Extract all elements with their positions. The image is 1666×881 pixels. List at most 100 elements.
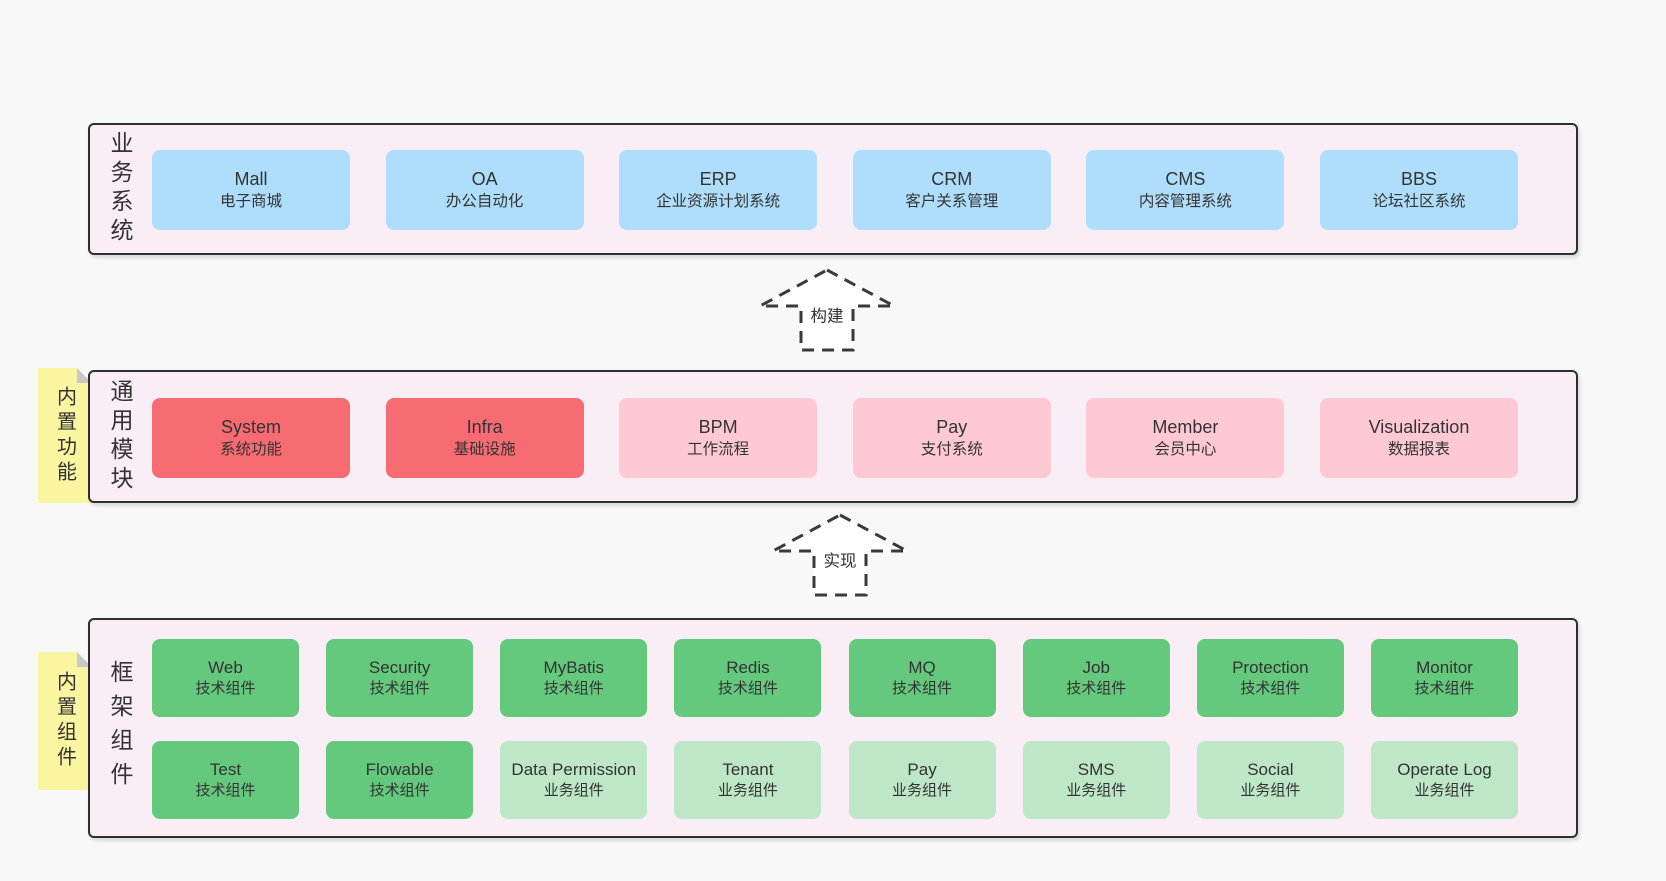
node-title: Redis [726,657,770,677]
node-subtitle: 数据报表 [1387,440,1450,458]
node-member: Member 会员中心 [1086,398,1285,478]
node-protection: Protection 技术组件 [1196,639,1344,717]
node-tenant: Tenant 业务组件 [674,741,822,819]
node-title: Monitor [1416,657,1473,677]
node-subtitle: 业务组件 [892,781,953,799]
framework-components-rows: Web 技术组件 Security 技术组件 MyBatis 技术组件 Redi… [152,639,1518,819]
node-subtitle: 客户关系管理 [905,192,999,210]
node-subtitle: 业务组件 [1066,781,1127,799]
node-monitor: Monitor 技术组件 [1370,639,1518,717]
band-framework-components: 框架组件 Web 技术组件 Security 技术组件 MyBatis 技术组件… [88,618,1578,838]
node-system: System 系统功能 [152,398,350,478]
node-crm: CRM 客户关系管理 [852,150,1051,230]
node-title: CRM [931,169,973,190]
node-subtitle: 论坛社区系统 [1372,192,1466,210]
node-title: Tenant [722,759,774,779]
node-mybatis: MyBatis 技术组件 [500,639,648,717]
node-pay-business: Pay 业务组件 [848,741,996,819]
node-visualization: Visualization 数据报表 [1319,398,1518,478]
node-title: Social [1247,759,1294,779]
node-title: Infra [466,417,503,438]
band-business-systems-label: 业务系统 [107,131,133,247]
node-flowable: Flowable 技术组件 [326,741,474,819]
node-subtitle: 技术组件 [1414,679,1475,697]
node-web: Web 技术组件 [152,639,299,717]
node-title: BBS [1400,169,1437,190]
node-title: Visualization [1368,417,1470,438]
node-title: MQ [908,657,936,677]
band-common-modules: 通用模块 System 系统功能 Infra 基础设施 BPM 工作流程 Pay… [88,370,1578,503]
node-social: Social 业务组件 [1196,741,1344,819]
node-operate-log: Operate Log 业务组件 [1370,741,1518,819]
node-title: Operate Log [1397,759,1492,779]
node-subtitle: 业务组件 [1240,781,1301,799]
node-subtitle: 办公自动化 [445,192,524,210]
common-modules-boxes: System 系统功能 Infra 基础设施 BPM 工作流程 Pay 支付系统… [152,398,1518,478]
node-title: ERP [699,169,737,190]
framework-components-row-1: Web 技术组件 Security 技术组件 MyBatis 技术组件 Redi… [152,639,1518,717]
node-subtitle: 支付系统 [920,440,983,458]
node-sms: SMS 业务组件 [1022,741,1170,819]
node-cms: CMS 内容管理系统 [1086,150,1285,230]
band-common-modules-label: 通用模块 [107,378,133,495]
node-subtitle: 业务组件 [1414,781,1475,799]
node-title: OA [471,169,498,190]
node-subtitle: 电子商城 [219,192,282,210]
node-title: CMS [1165,169,1206,190]
node-subtitle: 系统功能 [219,440,282,458]
sticky-note-built-in-features: 内置功能 [38,368,92,503]
sticky-note-built-in-components: 内置组件 [38,652,92,790]
node-subtitle: 内容管理系统 [1138,192,1232,210]
node-title: Protection [1232,657,1309,677]
arrow-implement: 实现 [770,512,910,598]
node-security: Security 技术组件 [326,639,474,717]
node-title: Pay [936,417,968,438]
arrow-build: 构建 [757,267,897,353]
node-title: Security [368,657,431,677]
band-framework-components-label: 框架组件 [107,660,133,796]
node-mall: Mall 电子商城 [152,150,350,230]
arrow-implement-label: 实现 [820,551,860,573]
node-bbs: BBS 论坛社区系统 [1319,150,1518,230]
node-title: Mall [234,169,268,190]
node-title: BPM [698,417,738,438]
node-subtitle: 技术组件 [1240,679,1301,697]
node-subtitle: 工作流程 [687,440,750,458]
business-systems-boxes: Mall 电子商城 OA 办公自动化 ERP 企业资源计划系统 CRM 客户关系… [152,150,1518,230]
node-subtitle: 技术组件 [195,679,256,697]
node-subtitle: 技术组件 [195,781,256,799]
node-title: Test [209,759,242,779]
node-subtitle: 技术组件 [1066,679,1127,697]
node-data-permission: Data Permission 业务组件 [500,741,648,819]
node-subtitle: 基础设施 [453,440,516,458]
sticky-note-label: 内置功能 [53,385,76,486]
node-subtitle: 企业资源计划系统 [656,192,781,210]
node-subtitle: 技术组件 [369,679,430,697]
arrow-build-label: 构建 [807,306,847,328]
node-title: Job [1082,657,1110,677]
node-subtitle: 业务组件 [543,781,604,799]
node-subtitle: 技术组件 [717,679,778,697]
node-title: System [220,417,281,438]
node-title: Pay [907,759,937,779]
framework-components-row-2: Test 技术组件 Flowable 技术组件 Data Permission … [152,741,1518,819]
node-infra: Infra 基础设施 [385,398,584,478]
node-mq: MQ 技术组件 [848,639,996,717]
node-subtitle: 技术组件 [892,679,953,697]
node-subtitle: 会员中心 [1154,440,1217,458]
node-title: Web [208,657,243,677]
node-job: Job 技术组件 [1022,639,1170,717]
node-bpm: BPM 工作流程 [619,398,818,478]
sticky-note-label: 内置组件 [53,671,76,771]
node-title: SMS [1077,759,1115,779]
node-title: Data Permission [511,759,637,779]
node-title: Member [1152,417,1219,438]
node-title: MyBatis [543,657,605,677]
node-subtitle: 技术组件 [369,781,430,799]
node-redis: Redis 技术组件 [674,639,822,717]
node-pay: Pay 支付系统 [852,398,1051,478]
node-test: Test 技术组件 [152,741,299,819]
node-title: Flowable [365,759,434,779]
node-subtitle: 业务组件 [717,781,778,799]
